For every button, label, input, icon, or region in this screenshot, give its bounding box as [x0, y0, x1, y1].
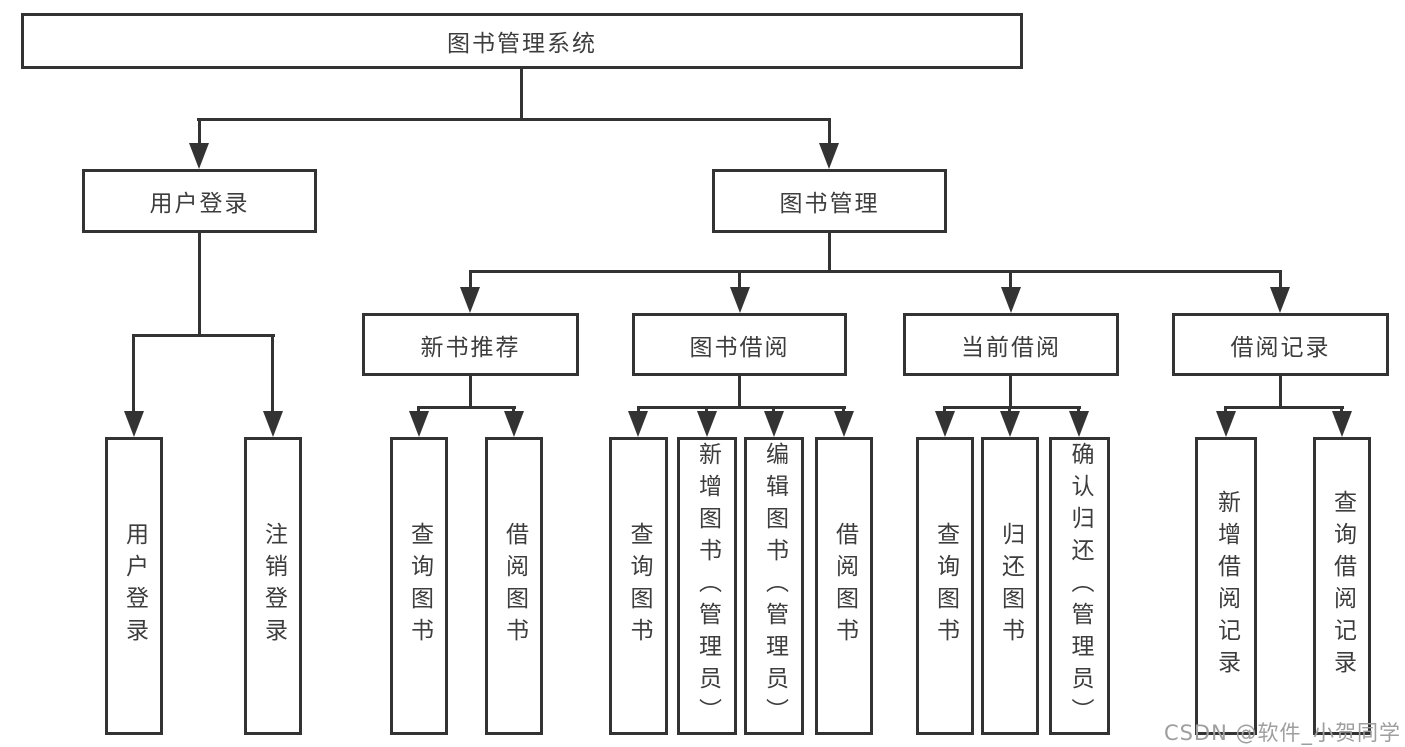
- connector-drop: [469, 272, 472, 290]
- arrow-down-icon: [935, 411, 955, 437]
- node-leaf-logout: 注销登录: [244, 437, 302, 735]
- node-book-borrow-label: 图书借阅: [689, 334, 790, 361]
- node-leaf-add-borrow-record-label: 新增借阅记录: [1213, 490, 1240, 682]
- connector-drop: [738, 272, 741, 290]
- node-leaf-query-borrow-record-label: 查询借阅记录: [1329, 490, 1356, 682]
- node-leaf-query-borrow-record: 查询借阅记录: [1313, 437, 1371, 735]
- connector-bar: [417, 406, 516, 409]
- node-user-login-branch: 用户登录: [82, 169, 317, 233]
- node-borrow-records: 借阅记录: [1172, 313, 1389, 376]
- csdn-watermark: CSDN @软件_小贺同学: [1163, 721, 1401, 745]
- connector-stem: [469, 376, 472, 408]
- node-new-book-recommend: 新书推荐: [362, 313, 579, 376]
- connector-bar: [943, 406, 1081, 409]
- connector-stem: [1279, 376, 1282, 408]
- node-leaf-confirm-return-admin: 确认归还（管理员）: [1049, 437, 1110, 735]
- arrow-down-icon: [1000, 411, 1020, 437]
- connector-drop: [132, 336, 135, 414]
- connector-root-bar: [197, 118, 831, 121]
- node-book-management: 图书管理: [712, 169, 947, 233]
- arrow-down-icon: [628, 411, 648, 437]
- node-leaf-edit-book-admin-label: 编辑图书（管理员）: [761, 442, 788, 730]
- node-leaf-return-book: 归还图书: [981, 437, 1039, 735]
- connector-bar: [469, 270, 1282, 273]
- node-root-label: 图书管理系统: [447, 31, 597, 57]
- node-leaf-query-book-borrow: 查询图书: [609, 437, 668, 735]
- arrow-down-icon: [730, 287, 750, 313]
- node-leaf-user-login: 用户登录: [105, 437, 163, 735]
- connector-drop: [828, 120, 831, 146]
- node-new-book-recommend-label: 新书推荐: [420, 334, 521, 361]
- node-leaf-query-book-current: 查询图书: [916, 437, 974, 735]
- node-leaf-query-book-current-label: 查询图书: [932, 522, 959, 650]
- connector-drop: [198, 120, 201, 146]
- arrow-down-icon: [460, 287, 480, 313]
- node-leaf-borrow-book-borrow: 借阅图书: [815, 437, 873, 735]
- arrow-down-icon: [1270, 287, 1290, 313]
- node-leaf-borrow-book-recommend-label: 借阅图书: [501, 522, 528, 650]
- arrow-down-icon: [697, 411, 717, 437]
- connector-drop: [271, 336, 274, 414]
- node-leaf-return-book-label: 归还图书: [997, 522, 1024, 650]
- node-borrow-records-label: 借阅记录: [1230, 334, 1331, 361]
- node-leaf-add-borrow-record: 新增借阅记录: [1195, 437, 1257, 735]
- node-user-login-branch-label: 用户登录: [149, 191, 250, 217]
- arrow-down-icon: [1001, 287, 1021, 313]
- arrow-down-icon: [1216, 411, 1236, 437]
- arrow-down-icon: [504, 411, 524, 437]
- node-leaf-borrow-book-borrow-label: 借阅图书: [831, 522, 858, 650]
- node-leaf-borrow-book-recommend: 借阅图书: [485, 437, 543, 735]
- arrow-down-icon: [1069, 411, 1089, 437]
- connector-bar: [637, 406, 846, 409]
- node-leaf-user-login-label: 用户登录: [121, 522, 148, 650]
- connector-drop: [1009, 272, 1012, 290]
- node-leaf-query-book-recommend: 查询图书: [390, 437, 448, 735]
- connector-bar: [132, 334, 275, 337]
- connector-drop: [1279, 272, 1282, 290]
- node-leaf-query-book-borrow-label: 查询图书: [626, 522, 652, 650]
- arrow-down-icon: [263, 411, 283, 437]
- node-leaf-add-book-admin: 新增图书（管理员）: [677, 437, 737, 735]
- node-leaf-logout-label: 注销登录: [260, 522, 287, 650]
- arrow-down-icon: [819, 143, 839, 169]
- node-book-management-label: 图书管理: [779, 191, 880, 217]
- connector-root-stem: [520, 69, 523, 121]
- arrow-down-icon: [764, 411, 784, 437]
- arrow-down-icon: [409, 411, 429, 437]
- connector-stem: [1009, 376, 1012, 408]
- arrow-down-icon: [124, 411, 144, 437]
- node-current-borrow-label: 当前借阅: [961, 334, 1061, 361]
- node-book-borrow: 图书借阅: [632, 313, 847, 376]
- node-leaf-edit-book-admin: 编辑图书（管理员）: [744, 437, 804, 735]
- connector-stem: [198, 233, 201, 336]
- arrow-down-icon: [189, 143, 209, 169]
- node-leaf-confirm-return-admin-label: 确认归还（管理员）: [1067, 442, 1093, 730]
- arrow-down-icon: [1332, 411, 1352, 437]
- arrow-down-icon: [834, 411, 854, 437]
- node-leaf-add-book-admin-label: 新增图书（管理员）: [694, 442, 721, 730]
- connector-bar: [1224, 406, 1344, 409]
- node-leaf-query-book-recommend-label: 查询图书: [406, 522, 433, 650]
- node-current-borrow: 当前借阅: [903, 313, 1119, 376]
- connector-stem: [738, 376, 741, 408]
- connector-stem: [828, 233, 831, 272]
- node-root: 图书管理系统: [21, 13, 1023, 69]
